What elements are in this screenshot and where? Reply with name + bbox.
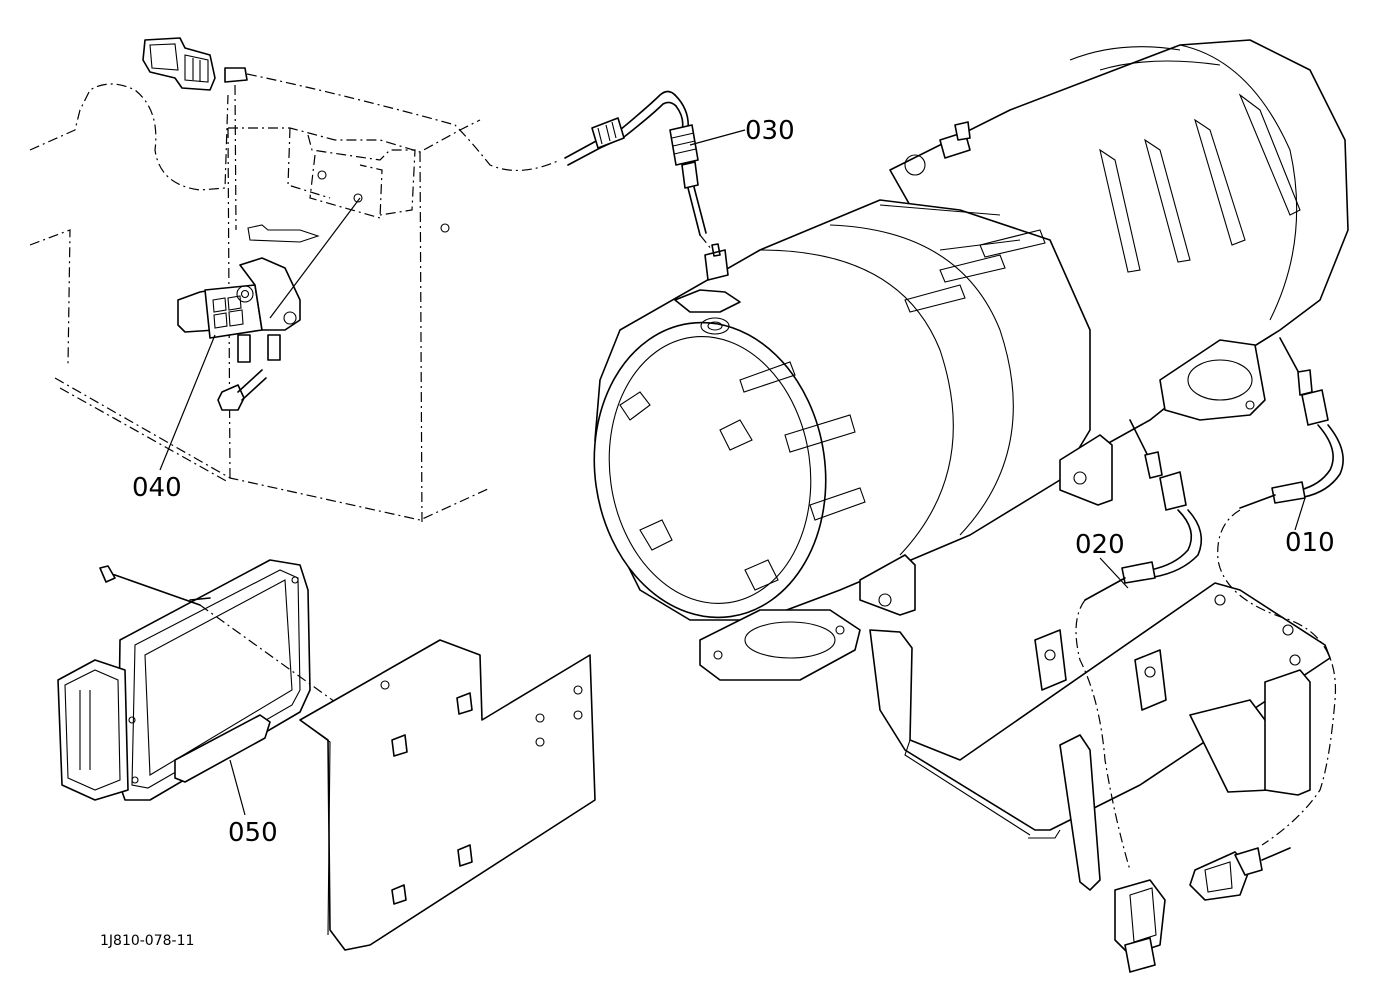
bracket-lower <box>299 639 596 951</box>
pressure-sensor-040 <box>177 197 361 411</box>
mounting-panel-upper-left <box>29 83 491 526</box>
harness-connector-top <box>142 37 561 172</box>
callout-leaders <box>159 334 1306 816</box>
temp-sensor-030 <box>564 90 746 251</box>
control-unit-050 <box>57 559 396 801</box>
callout-label-040: 040 <box>132 473 182 503</box>
temp-sensor-020 <box>1075 419 1203 973</box>
callout-label-020: 020 <box>1075 530 1125 560</box>
callout-label-030: 030 <box>745 116 795 146</box>
dpf-muffler-assembly <box>593 39 1349 681</box>
support-frame <box>869 582 1331 891</box>
callout-label-050: 050 <box>228 818 278 848</box>
drawing-code: 1J810-078-11 <box>100 933 195 949</box>
temp-sensor-010 <box>1189 337 1344 901</box>
callout-label-010: 010 <box>1285 528 1335 558</box>
